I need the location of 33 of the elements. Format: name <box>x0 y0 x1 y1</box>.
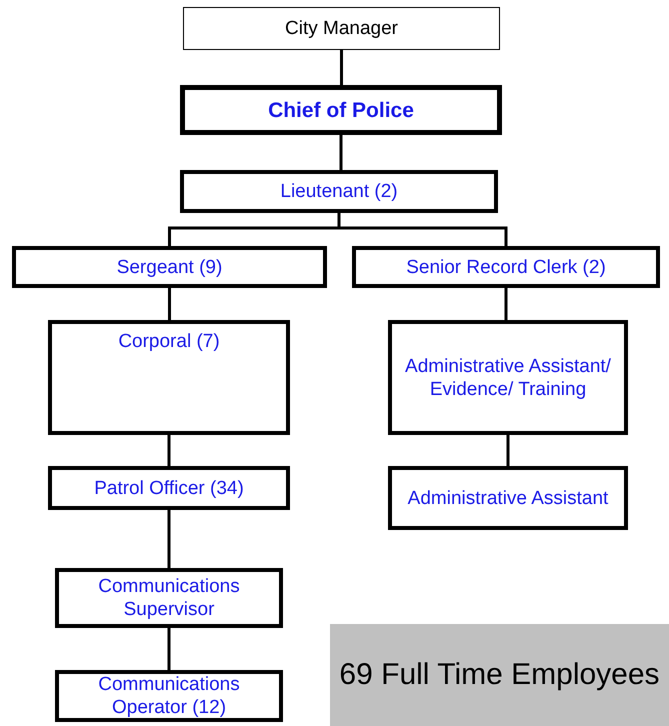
role-label: Communications Operator (12) <box>97 673 241 719</box>
org-box <box>352 246 660 288</box>
connector-line <box>168 435 170 466</box>
role-label: Patrol Officer (34) <box>93 476 245 500</box>
org-box <box>180 170 498 213</box>
role-label: Chief of Police <box>267 98 415 122</box>
role-label: Corporal (7) <box>117 330 221 353</box>
connector-line <box>168 628 170 670</box>
connector-line <box>504 288 508 320</box>
connector-line <box>338 213 508 246</box>
role-label: Sergeant (9) <box>116 256 224 278</box>
org-box <box>388 320 628 435</box>
org-box <box>388 466 628 530</box>
role-label: Administrative Assistant <box>406 486 610 510</box>
org-box <box>183 7 500 50</box>
connector-line <box>340 50 343 85</box>
connector-line <box>168 510 170 568</box>
role-label: City Manager <box>284 17 399 40</box>
connector-line <box>506 435 510 466</box>
org-box <box>48 320 290 435</box>
org-box <box>180 85 502 135</box>
summary-panel <box>330 624 669 726</box>
role-label: Lieutenant (2) <box>279 180 399 203</box>
role-label: Communications Supervisor <box>97 575 241 621</box>
connector-line <box>168 288 171 320</box>
org-box <box>55 670 283 722</box>
summary-text: 69 Full Time Employees <box>338 657 661 693</box>
connector-line <box>340 135 342 170</box>
org-box <box>55 568 283 628</box>
role-label: Senior Record Clerk (2) <box>405 256 607 278</box>
role-label: Administrative Assistant/ Evidence/ Training <box>404 354 612 400</box>
org-box <box>48 466 290 510</box>
org-box <box>12 246 327 288</box>
